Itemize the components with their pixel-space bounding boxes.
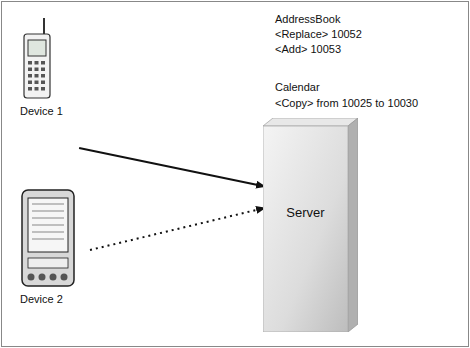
key (28, 74, 32, 78)
pda-button (28, 274, 35, 281)
server-top (263, 118, 358, 126)
key (41, 81, 45, 85)
server-icon (263, 118, 358, 332)
device-label: Device 2 (20, 292, 63, 306)
screen-line (32, 225, 64, 226)
server-label: Server (263, 206, 348, 220)
device-node: Device 1 (14, 16, 76, 120)
key (41, 61, 45, 65)
note-label: <Replace> 10052 (275, 27, 362, 41)
pda-button (39, 274, 46, 281)
note-label: Calendar (275, 80, 320, 94)
antenna (43, 18, 45, 36)
pda-icon (14, 186, 84, 308)
server-front (263, 126, 348, 332)
screen-line (32, 218, 64, 219)
screen-line (32, 211, 64, 212)
device-node: Device 2 (14, 186, 84, 308)
key (35, 74, 39, 78)
key (35, 68, 39, 72)
server-side (348, 118, 358, 332)
solid-arrow (79, 148, 265, 186)
screen-line (32, 204, 64, 205)
key (35, 87, 39, 91)
server-box: Server (263, 118, 358, 332)
key (28, 81, 32, 85)
key (41, 74, 45, 78)
device-label: Device 1 (20, 104, 63, 118)
screen-line (32, 239, 64, 240)
key (41, 87, 45, 91)
key (28, 68, 32, 72)
key (28, 87, 32, 91)
pda-button (50, 274, 57, 281)
screen-line (32, 232, 64, 233)
phone-screen (28, 40, 46, 56)
note-label: <Copy> from 10025 to 10030 (275, 96, 418, 110)
phone-body (24, 34, 50, 98)
key (41, 68, 45, 72)
pda-bar (28, 258, 68, 268)
pda-screen (28, 198, 68, 252)
dotted-arrow (90, 208, 265, 250)
key (28, 61, 32, 65)
key (35, 61, 39, 65)
pda-button (61, 274, 68, 281)
note-label: <Add> 10053 (275, 42, 341, 56)
phone-icon (14, 16, 76, 120)
note-label: AddressBook (275, 12, 340, 26)
key (35, 81, 39, 85)
pda-body (22, 190, 74, 286)
